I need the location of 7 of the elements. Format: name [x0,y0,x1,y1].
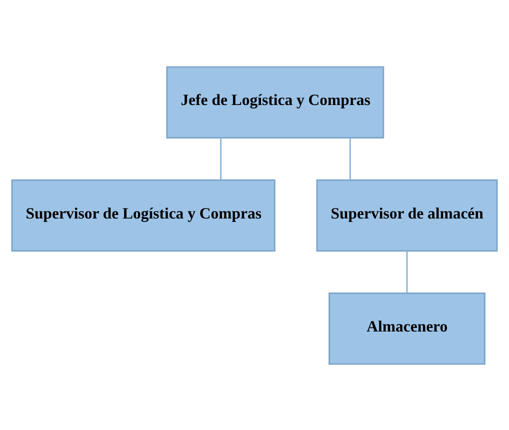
node-box: Supervisor de almacén [316,178,498,252]
node-box: Supervisor de Logística y Compras [11,178,276,252]
connector [349,137,351,180]
node-box: Jefe de Logística y Compras [166,66,384,138]
node-box: Almacenero [328,292,486,364]
connector [406,250,408,292]
connector [220,137,222,180]
